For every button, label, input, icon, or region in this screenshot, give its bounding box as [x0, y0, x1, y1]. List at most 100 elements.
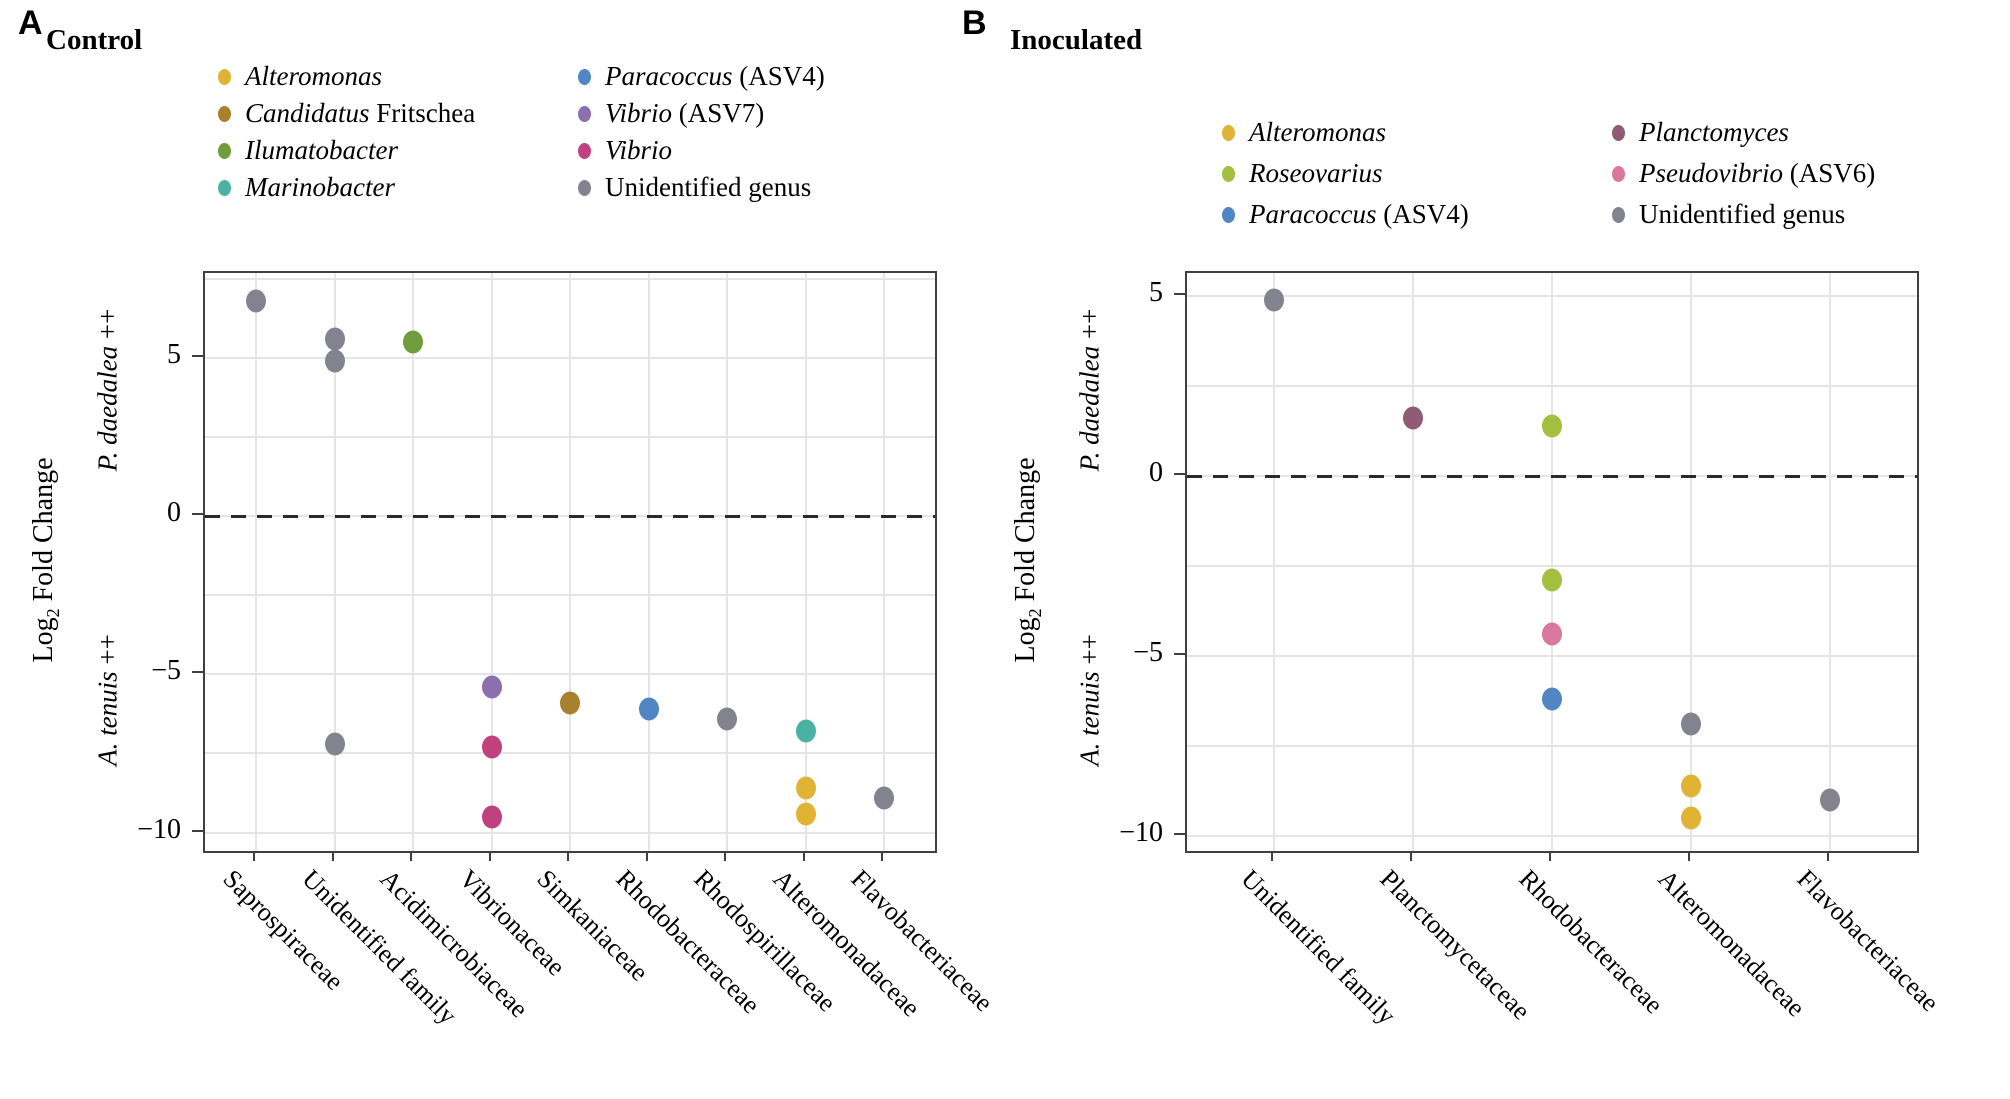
y-tick-label: −10 [1119, 817, 1163, 848]
legend-swatch-dot-icon [1612, 124, 1625, 141]
legend-item: Vibrio [578, 132, 825, 169]
x-tick-mark [567, 851, 569, 861]
x-tick-mark [881, 851, 883, 861]
panel-b-title: Inoculated [1010, 24, 1143, 56]
vertical-gridline [1690, 273, 1692, 851]
vertical-gridline [412, 273, 414, 851]
data-point [717, 707, 737, 731]
data-point [795, 802, 816, 826]
x-category-label: Simkaniaceae [531, 864, 655, 987]
horizontal-gridline [205, 356, 935, 359]
x-tick-mark [488, 851, 491, 861]
legend-label: Alteromonas [1249, 117, 1386, 147]
panel-b-letter: B [962, 4, 987, 42]
data-point [324, 349, 345, 373]
x-category-label: Rhodobacteraceae [1513, 864, 1669, 1020]
y-tick-label: 0 [167, 497, 181, 528]
panel-a-title: Control [46, 24, 143, 56]
y-tick-label: 5 [1149, 277, 1163, 308]
data-point [324, 327, 345, 351]
vertical-gridline [1273, 273, 1275, 851]
data-point [1681, 806, 1701, 830]
panel-b-plot-area [1185, 271, 1919, 853]
data-point [481, 805, 502, 829]
legend-label: Marinobacter [245, 172, 395, 202]
data-point [403, 330, 423, 354]
legend-item: Candidatus Fritschea [218, 95, 475, 132]
legend-item: Unidentified genus [1612, 194, 1875, 235]
vertical-gridline [647, 273, 650, 851]
vertical-gridline [1829, 273, 1831, 851]
legend-label: Planctomyces [1639, 117, 1789, 147]
legend-item: Planctomyces [1612, 112, 1875, 153]
x-category-label: Alteromonadaceae [766, 864, 926, 1023]
x-category-label: Saprospiraceae [217, 864, 350, 996]
y-tick-label: −5 [1133, 637, 1163, 668]
horizontal-gridline [205, 277, 935, 280]
data-point [1264, 288, 1284, 312]
horizontal-gridline [205, 435, 935, 438]
y-tick-mark [1174, 833, 1185, 835]
panel-a-upper-group-label: P. daedalea ++ [92, 308, 123, 472]
data-point [638, 697, 659, 721]
legend-swatch-dot-icon [1222, 206, 1235, 223]
y-tick-label: 0 [1149, 457, 1163, 488]
legend-label: Ilumatobacter [245, 135, 398, 165]
vertical-gridline [1551, 273, 1553, 851]
vertical-gridline [726, 273, 728, 851]
x-category-label: Unidentified family [295, 864, 463, 1031]
horizontal-gridline [205, 515, 935, 517]
legend-swatch-dot-icon [218, 179, 231, 196]
data-point [246, 289, 266, 313]
panel-a-plot-area [203, 271, 937, 853]
legend-label: Alteromonas [245, 61, 382, 91]
data-point [1403, 406, 1423, 430]
panel-b-y-axis-label: Log2 Fold Change [1010, 457, 1045, 663]
legend-item: Unidentified genus [578, 169, 825, 206]
legend-label: Pseudovibrio (ASV6) [1639, 158, 1876, 188]
horizontal-gridline [1187, 655, 1917, 657]
horizontal-gridline [205, 831, 935, 834]
y-tick-label: −10 [137, 813, 181, 845]
x-category-label: Rhodospirillaceae [688, 864, 842, 1018]
data-point [1681, 774, 1701, 798]
vertical-gridline [883, 273, 885, 851]
x-tick-mark [1410, 851, 1412, 861]
vertical-gridline [490, 273, 493, 851]
panel-a-letter: A [18, 4, 43, 42]
data-point [1542, 622, 1562, 646]
legend-label: Paracoccus (ASV4) [605, 61, 825, 91]
x-tick-mark [1688, 851, 1690, 861]
data-point [1542, 568, 1562, 592]
horizontal-gridline [205, 594, 935, 597]
legend-item: Vibrio (ASV7) [578, 95, 825, 132]
zero-fold-change-dashed-line [205, 514, 935, 518]
legend-item: Ilumatobacter [218, 132, 475, 169]
legend-label: Candidatus Fritschea [245, 98, 476, 128]
legend-swatch-dot-icon [218, 68, 231, 85]
horizontal-gridline [1187, 385, 1917, 387]
vertical-gridline [569, 273, 571, 851]
x-tick-mark [724, 851, 726, 861]
horizontal-gridline [205, 752, 935, 755]
x-category-label: Rhodobacteraceae [609, 864, 766, 1020]
panel-b-lower-group-label: A. tenuis ++ [1074, 634, 1105, 766]
panel-b-upper-group-label: P. daedalea ++ [1074, 308, 1105, 472]
horizontal-gridline [1187, 565, 1917, 567]
legend-label: Paracoccus (ASV4) [1249, 199, 1469, 229]
legend-swatch-dot-icon [1612, 165, 1625, 182]
legend-label: Vibrio (ASV7) [605, 98, 765, 128]
legend-swatch-dot-icon [578, 68, 591, 85]
x-tick-mark [1271, 851, 1273, 861]
zero-fold-change-dashed-line [1187, 474, 1917, 478]
y-tick-mark [1174, 293, 1185, 295]
legend-label: Roseovarius [1249, 158, 1383, 188]
legend-swatch-dot-icon [218, 105, 231, 122]
legend-swatch-dot-icon [218, 142, 231, 159]
vertical-gridline [255, 273, 257, 851]
